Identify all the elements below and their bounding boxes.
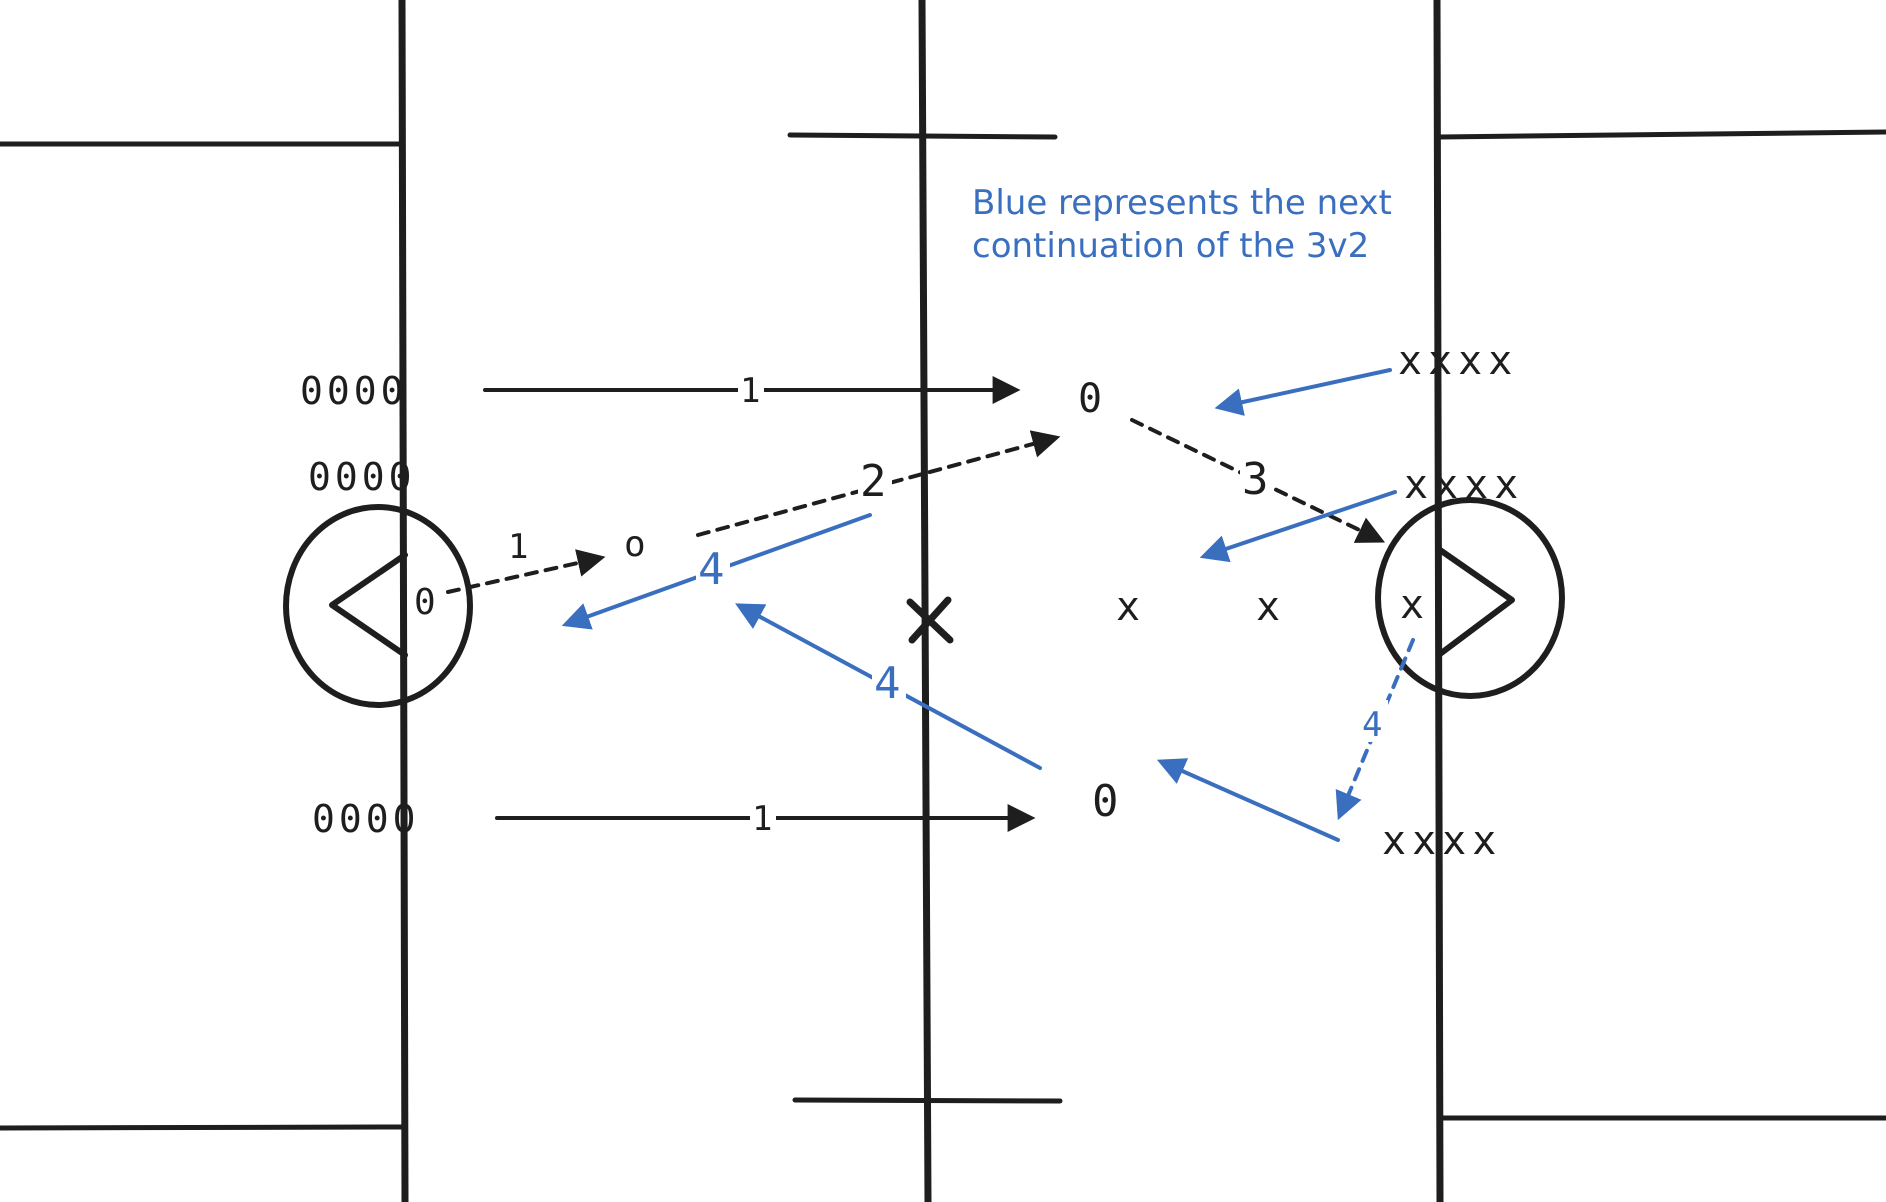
blue-defender-top-arrow	[1214, 368, 1392, 416]
annotation-line-1: Blue represents the next	[972, 183, 1392, 223]
center-bottom-tick	[792, 1097, 1063, 1104]
step-1-bottom-label: 1	[752, 799, 772, 839]
step-1-outlet-label: 1	[508, 527, 528, 567]
step-4-middle-label: 4	[874, 658, 901, 709]
right-line-top: xxxx	[1398, 338, 1518, 384]
step-4-left-label: 4	[698, 544, 725, 595]
left-line-mid: 0000	[308, 455, 416, 499]
left-bottom-box-line	[0, 1124, 405, 1131]
blue-continuation-arrows: 4 4 4	[561, 368, 1415, 842]
left-crease	[283, 504, 473, 708]
center-top-tick	[787, 132, 1058, 140]
blue-defender-bottom-arrow	[1156, 758, 1340, 842]
right-goal-line	[1433, 0, 1444, 1202]
right-line-mid: xxxx	[1404, 462, 1524, 508]
offense-players: 0000 0000 0000 0 o 0 0	[300, 369, 1119, 841]
defender-a: x	[1116, 584, 1140, 630]
left-goal	[329, 552, 408, 658]
right-line-bottom: xxxx	[1382, 818, 1502, 864]
blue-goalie-outlet-arrow	[1335, 638, 1415, 821]
blue-defender-mid-arrow	[1199, 490, 1397, 563]
goalie-outlet-pass-arrow	[446, 549, 606, 594]
left-goalie: 0	[414, 582, 436, 623]
pass-to-goal-arrow	[1130, 418, 1386, 543]
annotation-line-2: continuation of the 3v2	[972, 226, 1369, 266]
outlet-player: o	[624, 524, 646, 565]
center-line	[918, 0, 932, 1202]
defense-players: xxxx xxxx xxxx x x x	[1116, 338, 1524, 864]
step-4-goalie-label: 4	[1362, 705, 1382, 745]
left-goal-line	[398, 0, 409, 1202]
faceoff-x-mark	[906, 596, 954, 644]
step-2-label: 2	[860, 456, 887, 507]
left-line-top: 0000	[300, 369, 408, 413]
black-pass-arrows: 1 1 1 2 3	[446, 371, 1386, 839]
step-1-top-label: 1	[740, 371, 760, 411]
left-line-bottom: 0000	[312, 797, 420, 841]
bottom-attacker: 0	[1092, 776, 1119, 827]
right-crease	[1375, 497, 1565, 699]
right-goal	[1437, 547, 1515, 657]
top-attacker: 0	[1078, 376, 1102, 422]
right-goalie: x	[1400, 582, 1424, 628]
defender-b: x	[1256, 584, 1280, 630]
step-3-label: 3	[1242, 454, 1269, 505]
right-top-box-line	[1437, 129, 1886, 140]
